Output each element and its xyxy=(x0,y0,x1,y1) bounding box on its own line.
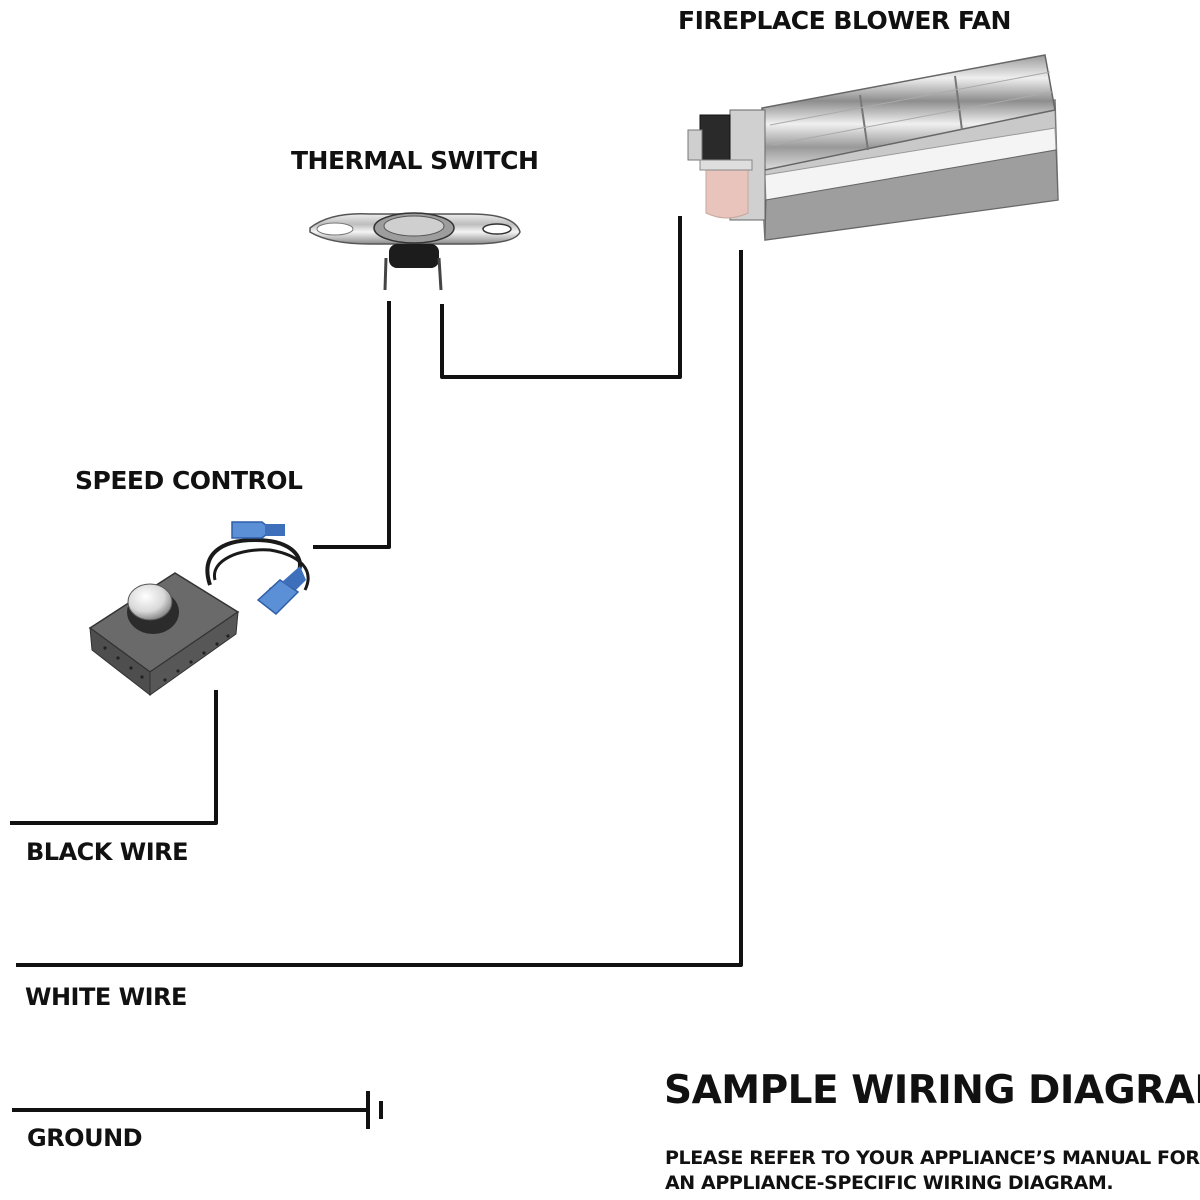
diagram-title: SAMPLE WIRING DIAGRAM xyxy=(664,1068,1200,1113)
blue-connector-bottom xyxy=(256,566,306,615)
thermal-switch-icon xyxy=(309,212,521,291)
diagram-note: PLEASE REFER TO YOUR APPLIANCE’S MANUAL … xyxy=(665,1146,1200,1196)
black-wire-label: BLACK WIRE xyxy=(26,838,189,866)
note-line-1: PLEASE REFER TO YOUR APPLIANCE’S MANUAL … xyxy=(665,1147,1200,1169)
note-line-2: AN APPLIANCE-SPECIFIC WIRING DIAGRAM. xyxy=(665,1172,1114,1194)
wire-thermal-to-fan xyxy=(440,216,682,379)
speed-control-label: SPEED CONTROL xyxy=(75,466,303,495)
fan-label: FIREPLACE BLOWER FAN xyxy=(678,6,1011,35)
ground-label: GROUND xyxy=(27,1124,143,1152)
speed-control-icon xyxy=(88,521,310,697)
white-wire-label: WHITE WIRE xyxy=(25,983,187,1011)
blue-connector-top xyxy=(231,521,285,539)
white-wire xyxy=(16,250,743,967)
blower-fan-icon xyxy=(687,54,1059,241)
black-wire xyxy=(10,690,218,825)
wire-thermal-to-speed-control xyxy=(313,301,391,549)
thermal-switch-label: THERMAL SWITCH xyxy=(291,146,539,175)
ground-symbol-icon xyxy=(366,1091,383,1129)
